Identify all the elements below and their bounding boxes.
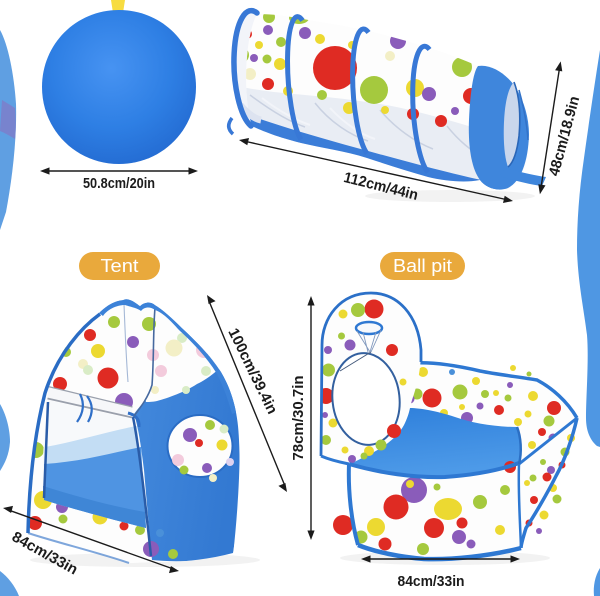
svg-text:50.8cm/20in: 50.8cm/20in [83,175,155,192]
svg-text:78cm/30.7in: 78cm/30.7in [290,375,307,460]
svg-text:84cm/33in: 84cm/33in [398,573,465,590]
svg-text:Ball pit: Ball pit [393,256,452,276]
svg-text:Tent: Tent [101,256,139,276]
